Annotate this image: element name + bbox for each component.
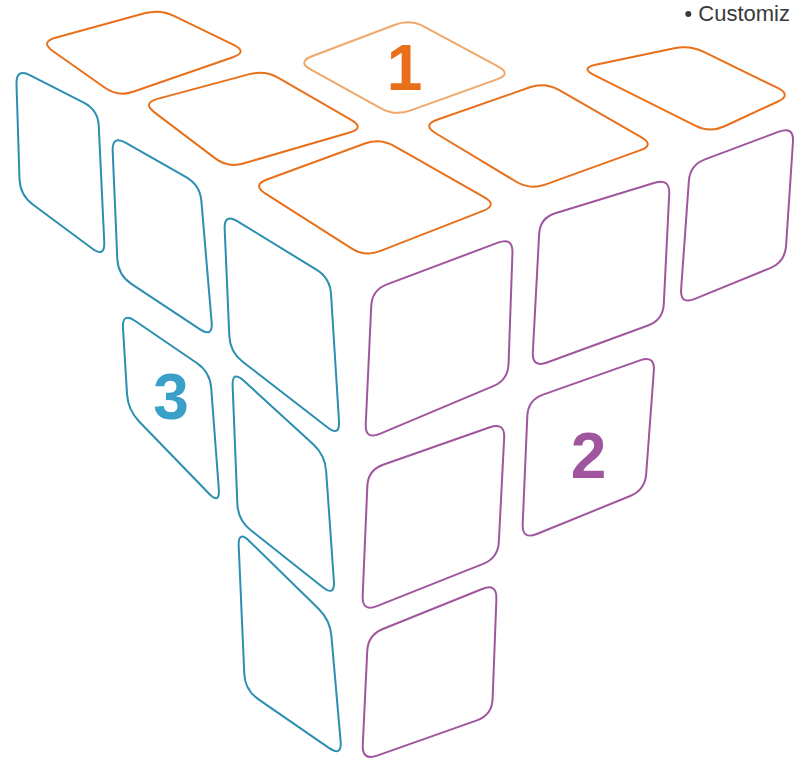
- cube-tile: [16, 73, 104, 252]
- callout-number: 3: [153, 365, 189, 429]
- tile-border: [304, 22, 504, 113]
- cube-tile: [363, 426, 505, 608]
- tile-border: [123, 318, 219, 499]
- bullet-text: Customiz: [698, 2, 790, 26]
- cube-tile: [587, 47, 784, 129]
- cube-tile: [47, 12, 241, 94]
- number-tile: 1: [297, 19, 512, 116]
- cube-tile: [363, 587, 497, 757]
- cube-tile: [239, 537, 341, 752]
- callout-number: 2: [571, 424, 607, 488]
- cube-tile: [681, 130, 793, 300]
- tile-border: [523, 359, 654, 536]
- number-tile: 3: [122, 312, 220, 505]
- cube-tile: [225, 218, 339, 430]
- cube-tile: [233, 376, 334, 590]
- cube-tile: [429, 85, 648, 187]
- cube-tile: [259, 141, 491, 253]
- number-tile: 2: [522, 355, 655, 540]
- cube-tile: [113, 140, 212, 332]
- cube-tile: [366, 241, 513, 435]
- callout-number: 1: [387, 36, 423, 100]
- bullet-dot: [685, 11, 691, 17]
- cube-tile: [149, 73, 358, 165]
- cube-tile: [533, 182, 669, 364]
